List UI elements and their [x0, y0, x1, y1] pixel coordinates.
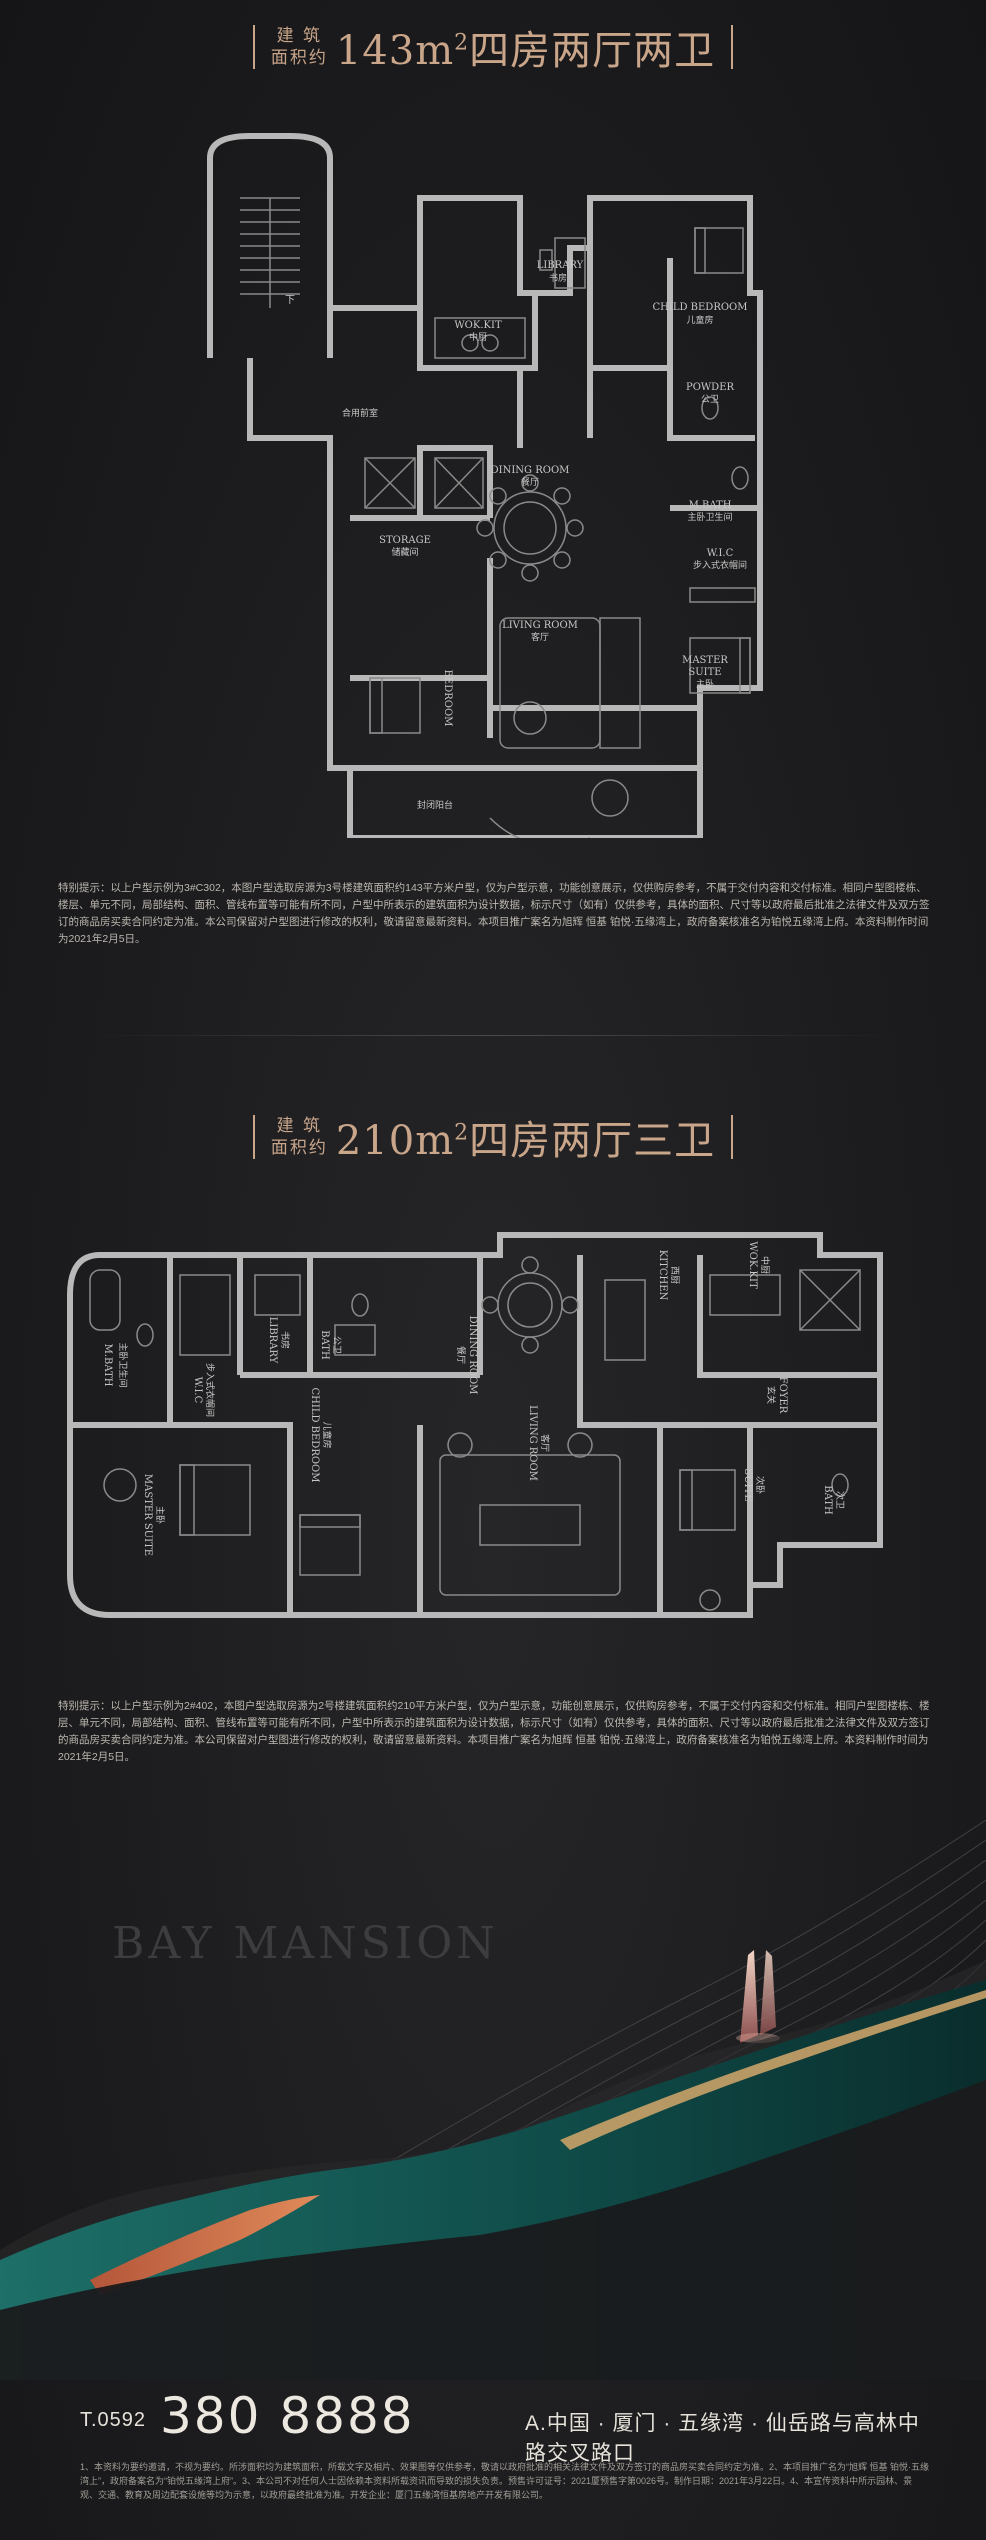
balcony-label: 封闭阳台	[417, 799, 453, 811]
mbath-label-cn: 主卧卫生间	[117, 1342, 129, 1387]
floor-plan-210-drawing: M.BATH 主卧卫生间 LIBRARY 书房 BATH 公卫 DINING R…	[67, 1232, 883, 1618]
plan2-disclaimer: 特别提示：以上户型示例为2#402，本图户型选取房源为2号楼建筑面积约210平方…	[58, 1700, 930, 1763]
dining-room-label-cn: 餐厅	[521, 476, 539, 488]
powder-label: POWDER	[686, 382, 735, 393]
stair-down-label: 下	[285, 295, 295, 306]
wok-kit-label-cn: 中厨	[759, 1256, 771, 1274]
plan1-disclaimer: 特别提示：以上户型示例为3#C302，本图户型选取房源为3号楼建筑面积约143平…	[58, 882, 930, 945]
child-bedroom-label: CHILD BEDROOM	[653, 302, 748, 313]
mbath-label: M.BATH	[689, 500, 732, 511]
dining-room-label: DINING ROOM	[467, 1316, 478, 1395]
tower-illustration	[736, 1950, 780, 2043]
phone-number[interactable]: 380 8888	[160, 2387, 415, 2445]
wic-label-cn: 步入式衣帽间	[204, 1363, 216, 1417]
library-label: LIBRARY	[537, 260, 584, 271]
section-divider	[80, 1035, 906, 1036]
library-label-cn: 书房	[279, 1331, 291, 1349]
area-label: 建 筑面积约	[270, 1116, 328, 1158]
bath2-label-cn: 次卫	[834, 1491, 846, 1509]
foyer-label: FOYER	[777, 1377, 788, 1414]
wic-label: W.I.C	[707, 548, 734, 559]
floor-plan-143-drawing: 下 LIBRARY 书房 CHILD BEDROOM 儿童房 WOK.KIT 中…	[207, 133, 763, 838]
child-bedroom-label-cn: 儿童房	[686, 314, 713, 326]
area-label: 建 筑面积约	[270, 26, 328, 68]
headline-bar-right	[731, 1115, 734, 1159]
library-label: LIBRARY	[267, 1317, 278, 1364]
foyer-label-cn: 玄关	[765, 1386, 777, 1404]
area-value: 210m2四房两厅三卫	[335, 1118, 716, 1164]
headline-bar-left	[252, 25, 255, 69]
bedroom-label: BEDROOM	[442, 670, 453, 727]
master-suite-label-cn: 主卧	[696, 678, 714, 690]
landscape-artwork	[0, 1819, 986, 2380]
kitchen-label: KITCHEN	[657, 1250, 668, 1301]
foyer-label: 合用前室	[342, 407, 378, 419]
floor-plan-210: M.BATH 主卧卫生间 LIBRARY 书房 BATH 公卫 DINING R…	[60, 1215, 930, 1675]
dining-room-label: DINING ROOM	[491, 465, 570, 476]
headline-bar-right	[731, 25, 734, 69]
storage-label-cn: 储藏间	[391, 546, 418, 558]
powder-label-cn: 公卫	[701, 394, 719, 405]
bath2-label: BATH	[822, 1485, 833, 1515]
area-value: 143m2四房两厅两卫	[335, 28, 716, 74]
legal-disclaimer: 1、本资料为要约邀请，不视为要约。所涉面积均为建筑面积，所载文字及相片、效果图等…	[80, 2462, 930, 2500]
wok-kit-label: WOK.KIT	[747, 1241, 758, 1289]
living-room-label-cn: 客厅	[539, 1434, 551, 1452]
master-suite-label: MASTER SUITE	[142, 1474, 153, 1556]
phone-prefix: T.0592	[80, 2409, 147, 2431]
wok-kit-label: WOK.KIT	[454, 320, 502, 331]
master-suite-label-2: SUITE	[688, 667, 721, 678]
child-bedroom-label-cn: 儿童房	[321, 1421, 333, 1448]
living-room-label: LIVING ROOM	[502, 620, 578, 631]
wok-kit-label-cn: 中厨	[469, 331, 487, 343]
wic-label-cn: 步入式衣帽间	[693, 559, 747, 571]
living-room-label-cn: 客厅	[531, 631, 549, 643]
library-label-cn: 书房	[549, 272, 567, 284]
storage-label: STORAGE	[379, 535, 431, 546]
wic-label: W.I.C	[192, 1377, 203, 1404]
master-suite-label-cn: 主卧	[154, 1506, 166, 1524]
living-room-label: LIVING ROOM	[527, 1405, 538, 1481]
contact-row: T.0592 380 8888 A.中国 · 厦门 · 五缘湾 · 仙岳路与高林…	[80, 2385, 930, 2465]
mbath-label: M.BATH	[102, 1344, 113, 1387]
bath-label-cn: 公卫	[331, 1336, 342, 1354]
suite-label-cn: 次卧	[754, 1476, 766, 1494]
dining-room-label-cn: 餐厅	[455, 1346, 467, 1364]
headline-bar-left	[252, 1115, 255, 1159]
brand-wordmark: BAY MANSION	[112, 1918, 499, 1969]
bath-label: BATH	[319, 1330, 330, 1360]
kitchen-label-cn: 西厨	[669, 1266, 680, 1284]
child-bedroom-label: CHILD BEDROOM	[309, 1388, 320, 1483]
address: A.中国 · 厦门 · 五缘湾 · 仙岳路与高林中路交叉路口	[525, 2412, 920, 2465]
floor-plan-143: 下 LIBRARY 书房 CHILD BEDROOM 儿童房 WOK.KIT 中…	[190, 118, 820, 838]
mbath-label-cn: 主卧卫生间	[687, 511, 732, 523]
master-suite-label: MASTER	[682, 655, 728, 666]
suite-label: SUITE	[742, 1468, 753, 1501]
